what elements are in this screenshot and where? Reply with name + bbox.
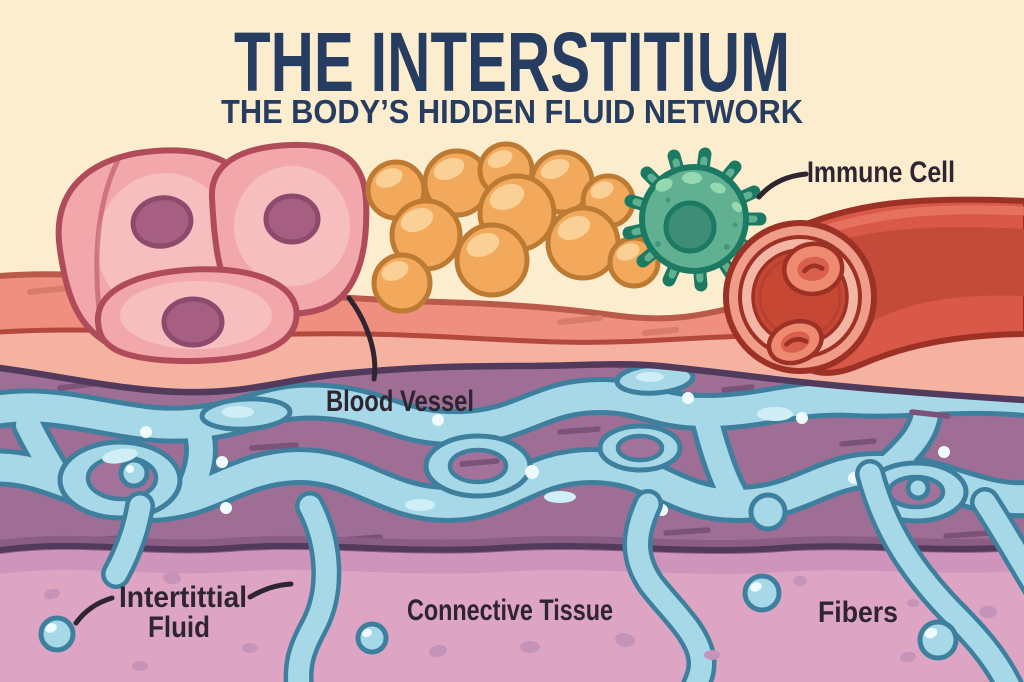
immune-cell-nucleus: [663, 200, 717, 254]
leader-line-interstitial-fluid-right: [247, 581, 294, 600]
annotations: Immune Cell Blood Vessel Intertittial Fl…: [73, 156, 955, 644]
cell-nucleus: [161, 296, 225, 348]
label-connective-tissue: Connective Tissue: [407, 594, 613, 627]
fluid-bubble: [355, 621, 389, 655]
epithelial-cells: [55, 141, 370, 364]
vessel-cross-section: [723, 220, 877, 374]
fat-cells: [365, 141, 661, 314]
red-blood-cell: [782, 241, 845, 297]
label-blood-vessel: Blood Vessel: [326, 385, 474, 418]
cell-nucleus: [263, 193, 321, 245]
fluid-bubbles: [38, 573, 959, 661]
label-interstitial-fluid-line1: Intertittial: [119, 581, 247, 614]
blood-vessel: [723, 196, 1024, 376]
red-blood-cell: [766, 318, 824, 366]
page-title: THE INTERSTITIUM: [234, 15, 790, 109]
immune-cell: [622, 147, 767, 292]
epithelial-cell: [94, 266, 300, 364]
fluid-bubble: [742, 573, 782, 613]
fluid-bubble: [38, 615, 76, 653]
fluid-bubble: [917, 619, 959, 661]
leader-line-blood-vessel: [346, 295, 378, 382]
fluid-droplet: [748, 492, 788, 532]
descending-fluid-channels: [101, 459, 1024, 682]
fluid-highlights: [102, 372, 950, 516]
leader-line-interstitial-fluid-left: [73, 595, 115, 626]
header: THE INTERSTITIUM THE BODY’S HIDDEN FLUID…: [221, 15, 803, 130]
speckles: [44, 571, 997, 671]
cell-nucleus: [130, 195, 194, 249]
leader-line-immune-cell: [756, 171, 809, 200]
label-interstitial-fluid-line2: Fluid: [148, 611, 210, 644]
label-fibers: Fibers: [818, 596, 898, 629]
page-subtitle: THE BODY’S HIDDEN FLUID NETWORK: [221, 93, 803, 130]
label-immune-cell: Immune Cell: [807, 156, 955, 189]
connective-tissue-layer: [0, 459, 1024, 682]
